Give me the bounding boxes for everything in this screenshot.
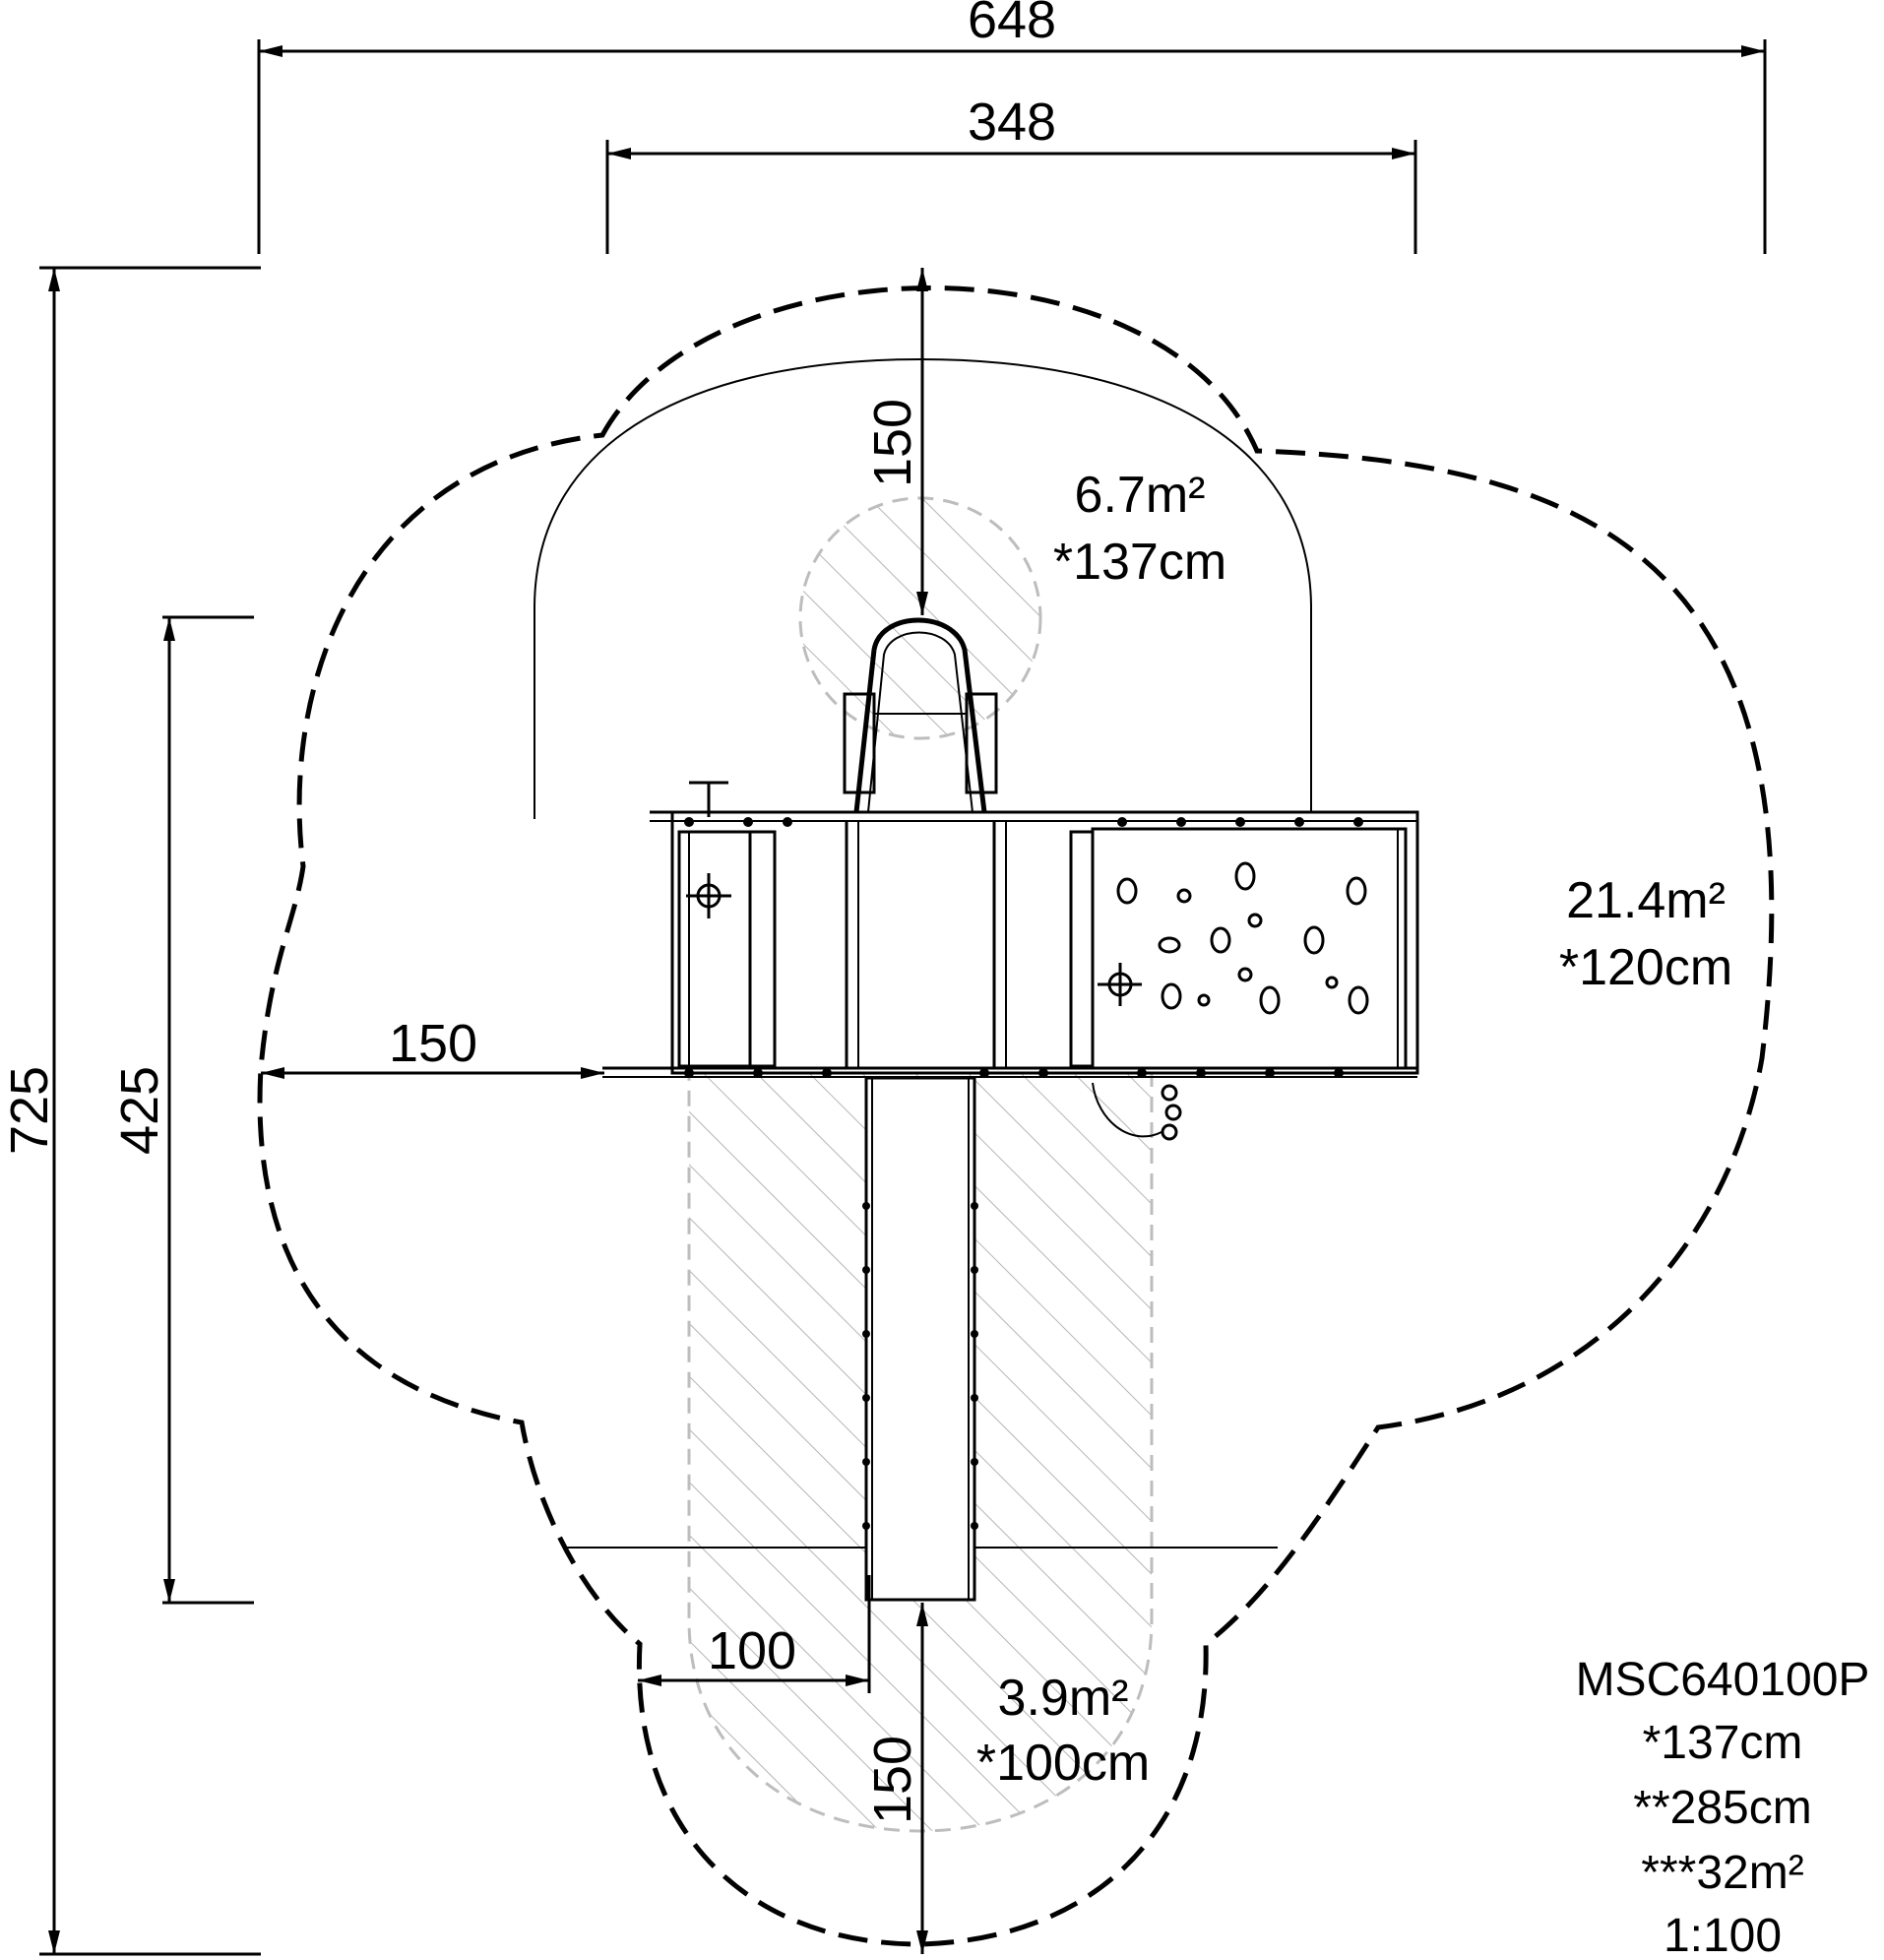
zone-bottom-height: *100cm xyxy=(976,1735,1150,1792)
slide xyxy=(864,1076,976,1602)
impact-area-outline xyxy=(257,285,1775,1947)
spec-scale: 1:100 xyxy=(1664,1910,1782,1960)
play-structure xyxy=(602,617,1419,1602)
zone-top-area: 6.7m² xyxy=(1075,467,1206,524)
spec-platform-height: *137cm xyxy=(1643,1717,1803,1769)
dimension-lines xyxy=(39,39,1767,1956)
dim-clearance-left: 150 xyxy=(389,1014,477,1073)
zone-top-height: *137cm xyxy=(1053,534,1226,591)
dim-structure-depth: 425 xyxy=(110,1066,169,1155)
climbing-wall-panel xyxy=(1091,827,1408,1070)
dim-slide-offset: 100 xyxy=(708,1621,796,1680)
dim-clearance-top: 150 xyxy=(863,399,922,487)
spec-model: MSC640100P xyxy=(1576,1654,1870,1706)
dim-clearance-bottom: 150 xyxy=(863,1736,922,1824)
zone-bottom-area: 3.9m² xyxy=(998,1670,1129,1727)
dim-inner-width: 348 xyxy=(968,93,1056,152)
entry-handle xyxy=(853,617,987,813)
dim-overall-depth: 725 xyxy=(0,1066,59,1155)
dim-overall-width: 648 xyxy=(968,0,1056,49)
zone-right-height: *120cm xyxy=(1559,939,1732,996)
spec-impact-area: ***32m² xyxy=(1641,1847,1803,1899)
zone-right-area: 21.4m² xyxy=(1566,872,1726,929)
spec-free-height: **285cm xyxy=(1633,1782,1811,1834)
